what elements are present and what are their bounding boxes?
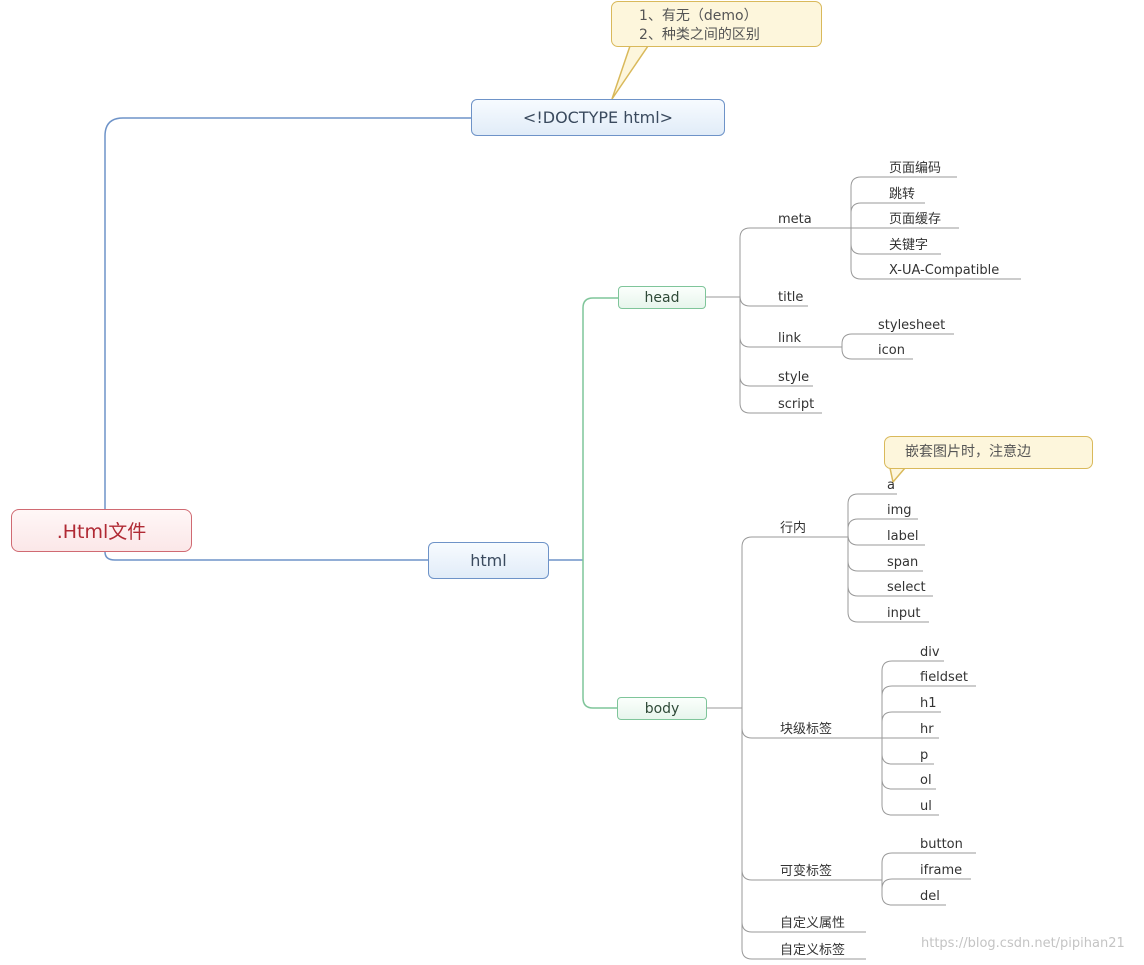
callout-line-2: 2、种类之间的区别 (639, 27, 760, 43)
root-to-doctype (104, 117, 471, 510)
watermark: https://blog.csdn.net/pipihan21 (921, 936, 1125, 951)
link-item[interactable]: stylesheet (878, 318, 946, 333)
inline-item[interactable]: span (887, 555, 919, 570)
head-branch (739, 297, 822, 414)
html-to-body (582, 560, 617, 709)
body-branch (741, 536, 848, 708)
inline-branch (847, 493, 897, 537)
html-to-head (582, 297, 618, 560)
callout-line-1: 1、有无（demo） (639, 8, 758, 24)
head-node[interactable]: head (618, 286, 706, 309)
inline-node[interactable]: 行内 (780, 521, 807, 536)
style-node[interactable]: style (778, 370, 810, 385)
link-node[interactable]: link (778, 331, 801, 346)
root-to-html (104, 551, 428, 561)
inline-item[interactable]: img (887, 503, 912, 518)
variable-branch (881, 880, 946, 906)
link-item[interactable]: icon (878, 343, 905, 358)
inline-branch (847, 518, 918, 537)
variable-item[interactable]: iframe (920, 863, 963, 878)
body-node[interactable]: body (617, 697, 707, 720)
custom-attr-node[interactable]: 自定义属性 (780, 916, 846, 931)
block-item[interactable]: ol (920, 773, 932, 788)
title-node[interactable]: title (778, 290, 804, 305)
block-item[interactable]: hr (920, 722, 934, 737)
inline-callout: 嵌套图片时，注意边 (884, 436, 1093, 469)
doctype-node[interactable]: <!DOCTYPE html> (471, 99, 725, 136)
variable-branch (881, 852, 976, 880)
block-branch (881, 685, 976, 738)
block-branch (881, 738, 939, 816)
variable-branch (881, 878, 971, 890)
inline-item[interactable]: select (887, 580, 926, 595)
meta-branch (850, 228, 1021, 280)
inline-branch (847, 534, 925, 546)
inline-item[interactable]: a (887, 478, 895, 493)
inline-item[interactable]: input (887, 606, 921, 621)
variable-item[interactable]: del (920, 889, 940, 904)
head-branch (739, 295, 808, 307)
meta-node[interactable]: meta (778, 212, 812, 227)
meta-branch (850, 176, 957, 228)
root-node[interactable]: .Html文件 (11, 509, 192, 552)
meta-item[interactable]: 跳转 (889, 187, 916, 202)
meta-item[interactable]: 关键字 (889, 238, 929, 253)
meta-item[interactable]: 页面缓存 (889, 212, 942, 227)
block-item[interactable]: div (920, 645, 940, 660)
block-item[interactable]: h1 (920, 696, 937, 711)
block-item[interactable]: fieldset (920, 670, 968, 685)
inline-branch (847, 537, 929, 623)
block-item[interactable]: p (920, 748, 929, 763)
link-branch (841, 333, 954, 347)
block-item[interactable]: ul (920, 799, 932, 814)
block-branch (881, 711, 941, 738)
custom-tag-node[interactable]: 自定义标签 (780, 943, 846, 958)
doctype-callout-pointer (611, 45, 650, 100)
script-node[interactable]: script (778, 397, 815, 412)
block-node[interactable]: 块级标签 (780, 722, 833, 737)
body-branch (741, 708, 866, 933)
meta-branch (850, 202, 925, 228)
link-branch (841, 347, 913, 360)
inline-item[interactable]: label (887, 529, 919, 544)
block-branch (881, 660, 944, 738)
variable-item[interactable]: button (920, 837, 963, 852)
meta-item[interactable]: X-UA-Compatible (889, 263, 1000, 278)
body-branch (741, 708, 866, 960)
variable-node[interactable]: 可变标签 (780, 864, 833, 879)
meta-item[interactable]: 页面编码 (889, 161, 942, 176)
doctype-callout: 1、有无（demo） 2、种类之间的区别 (611, 1, 822, 47)
head-branch (739, 227, 818, 297)
html-node[interactable]: html (428, 542, 549, 579)
